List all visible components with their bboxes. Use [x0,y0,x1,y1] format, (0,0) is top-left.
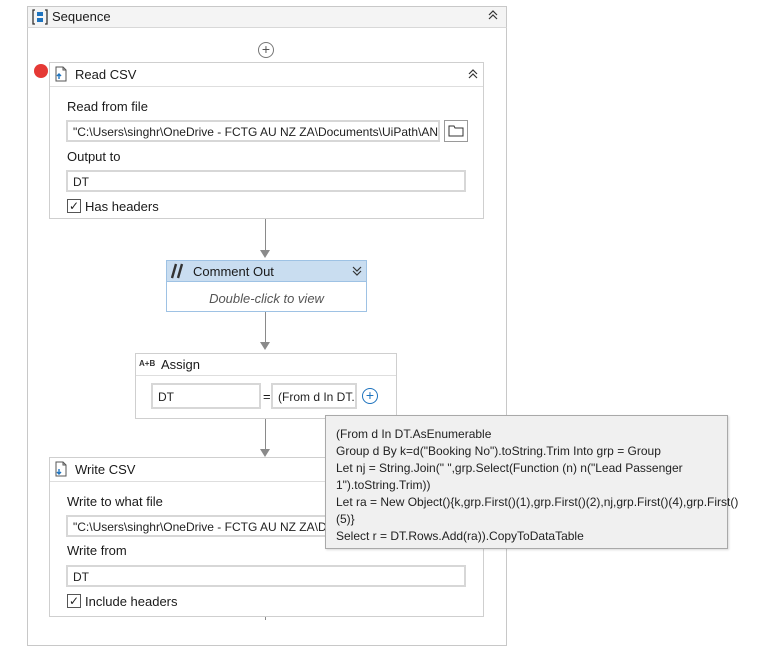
assign-value-tooltip: (From d In DT.AsEnumerable Group d By k=… [325,415,739,549]
add-assign-button[interactable]: + [362,388,378,404]
has-headers-checkbox[interactable]: ✓ [67,199,81,213]
read-from-file-input[interactable]: "C:\Users\singhr\OneDrive - FCTG AU NZ Z… [66,120,440,142]
tooltip-line: Let nj = String.Join(" ",grp.Select(Func… [336,461,683,475]
connector-line [265,312,266,342]
sequence-header[interactable] [27,6,507,28]
write-to-file-label: Write to what file [67,494,163,509]
has-headers-label: Has headers [85,199,159,214]
tooltip-line: Group d By k=d("Booking No").toString.Tr… [336,444,661,458]
read-csv-icon [53,66,69,85]
double-chevron-down-icon[interactable] [351,265,363,280]
add-activity-button[interactable]: + [258,42,274,58]
breakpoint-indicator[interactable] [34,64,48,78]
output-to-label: Output to [67,149,121,164]
output-to-input[interactable]: DT [66,170,466,192]
double-chevron-up-icon[interactable] [467,68,479,83]
arrow-down-icon [260,449,270,457]
tooltip-line: 1").toString.Trim)) [336,478,431,492]
sequence-title: Sequence [52,9,111,24]
include-headers-label: Include headers [85,594,178,609]
write-csv-title: Write CSV [75,462,136,477]
assign-value-input[interactable]: (From d In DT. [271,383,357,409]
comment-out-header[interactable] [166,260,367,282]
read-from-file-label: Read from file [67,99,148,114]
assign-to-input[interactable]: DT [151,383,261,409]
read-csv-header[interactable] [50,63,483,87]
comment-out-hint: Double-click to view [209,291,324,306]
connector-line [265,617,266,620]
comment-slashes-icon [170,263,189,282]
assign-icon: A+B [139,359,156,368]
arrow-down-icon [260,250,270,258]
comment-out-title: Comment Out [193,264,274,279]
connector-line [265,219,266,250]
tooltip-line: (5)} [336,512,355,526]
tooltip-line: (From d In DT.AsEnumerable [336,427,492,441]
double-chevron-up-icon[interactable] [487,9,499,24]
assign-equals: = [263,389,271,404]
assign-title: Assign [161,357,201,372]
write-csv-icon [53,461,69,480]
tooltip-line: Let ra = New Object(){k,grp.First()(1),g… [336,495,739,509]
write-from-input[interactable]: DT [66,565,466,587]
read-csv-title: Read CSV [75,67,137,82]
write-from-label: Write from [67,543,127,558]
tooltip-line: Select r = DT.Rows.Add(ra)).CopyToDataTa… [336,529,584,543]
assign-header[interactable] [136,354,396,376]
include-headers-checkbox[interactable]: ✓ [67,594,81,608]
arrow-down-icon [260,342,270,350]
browse-folder-button[interactable] [444,120,468,142]
connector-line [265,419,266,449]
folder-icon [448,125,464,137]
sequence-icon [32,9,48,28]
